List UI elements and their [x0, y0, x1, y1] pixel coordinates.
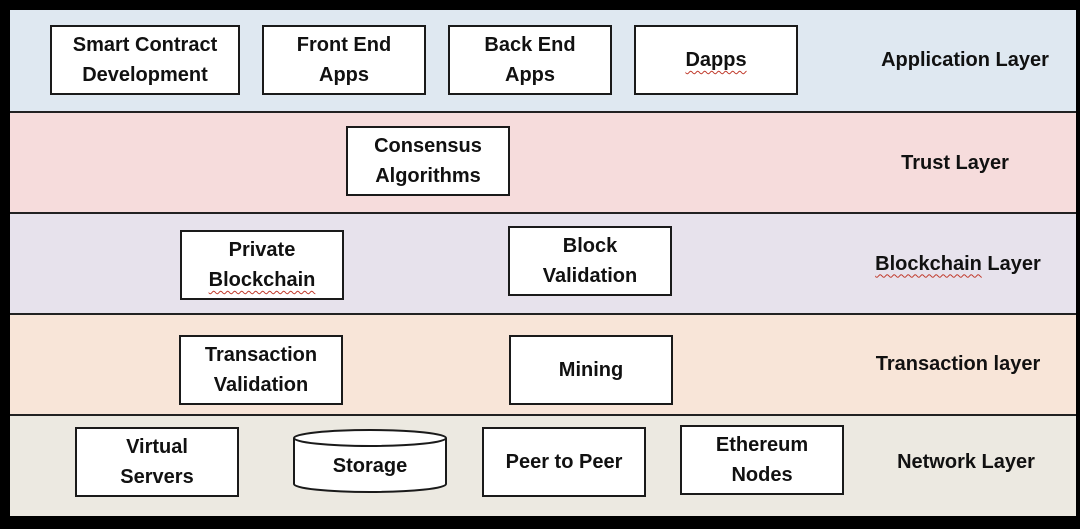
transaction-layer-label: Transaction layer: [875, 352, 1041, 375]
ethereum-nodes-box: Ethereum Nodes: [680, 425, 844, 495]
block-validation-box: Block Validation: [508, 226, 672, 296]
network-layer: Virtual Servers Storage Peer to Peer Eth…: [10, 414, 1076, 516]
trust-layer: Consensus Algorithms Trust Layer: [10, 111, 1076, 212]
dapps-label: Dapps: [685, 49, 747, 71]
smart-contract-development-box: Smart Contract Development: [50, 25, 240, 95]
dapps-box: Dapps: [634, 25, 798, 95]
blockchain-layer-text: Blockchain Layer: [875, 252, 1041, 275]
front-end-apps-box: Front End Apps: [262, 25, 426, 95]
storage-cylinder: Storage: [292, 428, 448, 494]
back-end-apps-box: Back End Apps: [448, 25, 612, 95]
transaction-validation-box: Transaction Validation: [179, 335, 343, 405]
mining-box: Mining: [509, 335, 673, 405]
transaction-layer: Transaction Validation Mining Transactio…: [10, 313, 1076, 414]
application-layer-label: Application Layer: [881, 48, 1049, 71]
storage-label: Storage: [332, 454, 408, 477]
storage-cylinder-icon: [293, 429, 447, 493]
peer-to-peer-box: Peer to Peer: [482, 427, 646, 497]
application-layer: Smart Contract Development Front End App…: [10, 10, 1076, 111]
blockchain-layer-label: Blockchain Layer: [858, 244, 1058, 284]
layer-stack: Smart Contract Development Front End App…: [10, 10, 1076, 516]
network-layer-label: Network Layer: [897, 450, 1035, 473]
consensus-algorithms-box: Consensus Algorithms: [346, 126, 510, 196]
virtual-servers-box: Virtual Servers: [75, 427, 239, 497]
trust-layer-label: Trust Layer: [901, 151, 1009, 174]
